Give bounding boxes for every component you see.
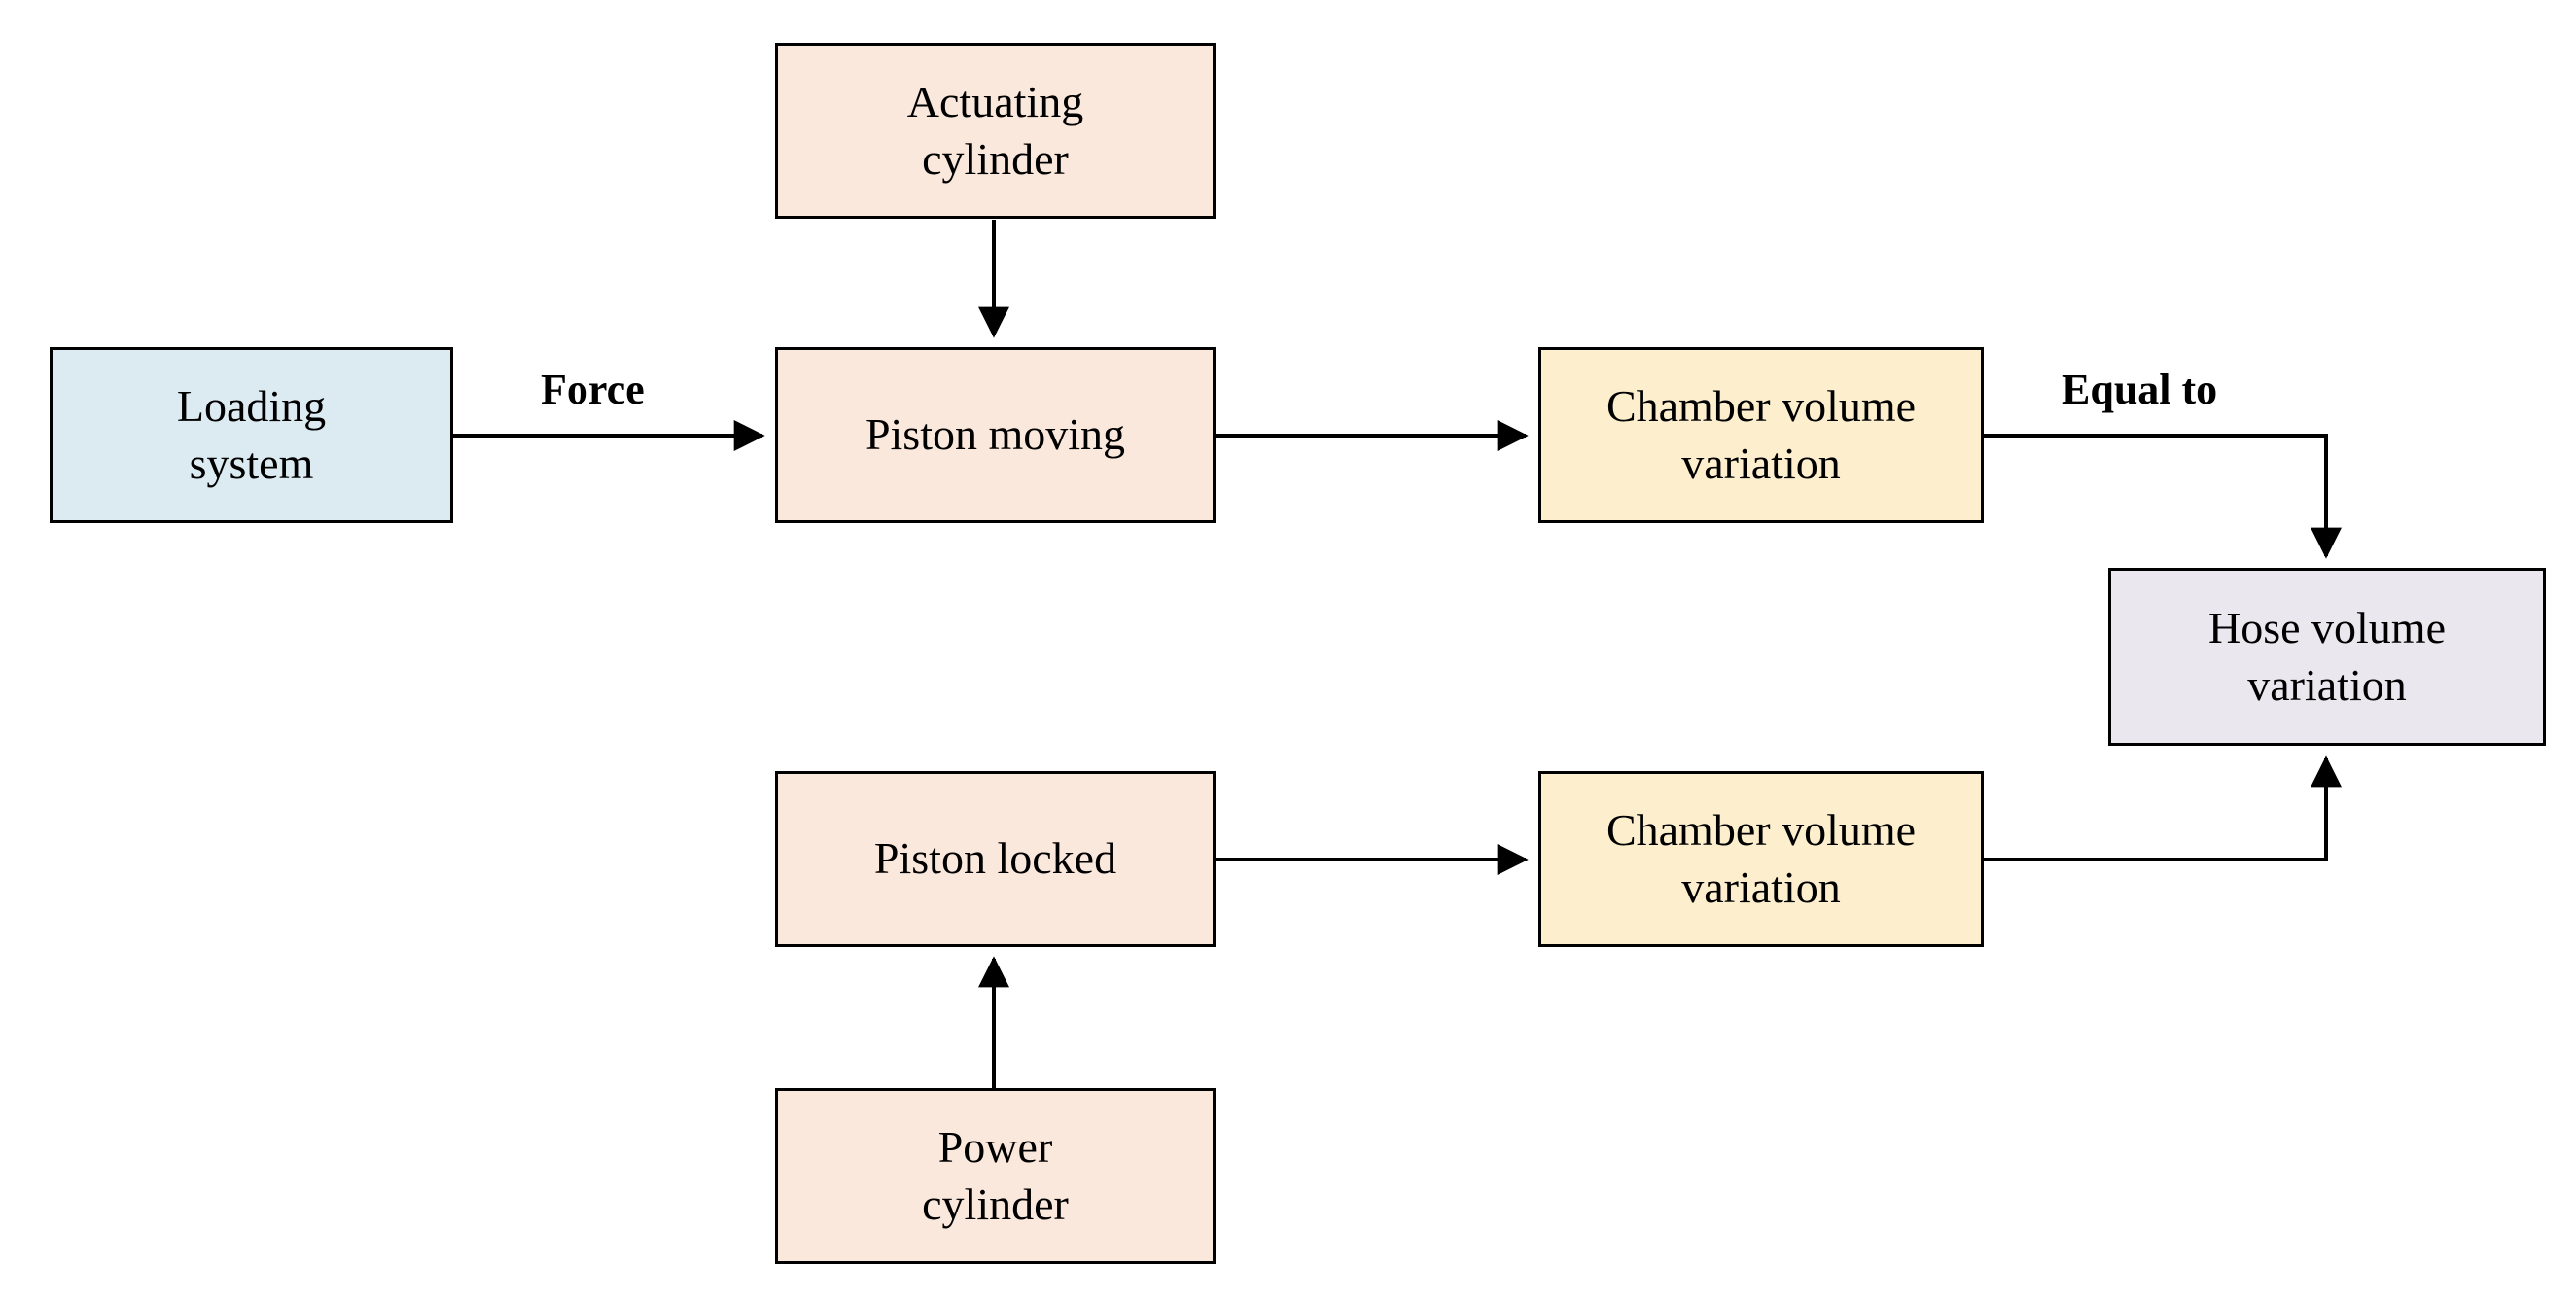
node-actuating-cylinder[interactable]: Actuating cylinder bbox=[775, 43, 1216, 219]
node-chamber-volume-variation-top[interactable]: Chamber volume variation bbox=[1538, 347, 1984, 523]
node-chamber-volume-variation-bottom[interactable]: Chamber volume variation bbox=[1538, 771, 1984, 947]
node-piston-moving[interactable]: Piston moving bbox=[775, 347, 1216, 523]
node-hose-volume-variation[interactable]: Hose volume variation bbox=[2108, 568, 2546, 746]
edge-label-force: Force bbox=[541, 366, 645, 413]
node-power-cylinder[interactable]: Power cylinder bbox=[775, 1088, 1216, 1264]
edge-label-equal-to: Equal to bbox=[2062, 366, 2218, 413]
edge-chamber-top-to-hose bbox=[1984, 434, 2342, 559]
edge-chamber-bottom-to-hose bbox=[1984, 755, 2342, 861]
node-loading-system[interactable]: Loading system bbox=[50, 347, 453, 523]
node-piston-locked[interactable]: Piston locked bbox=[775, 771, 1216, 947]
